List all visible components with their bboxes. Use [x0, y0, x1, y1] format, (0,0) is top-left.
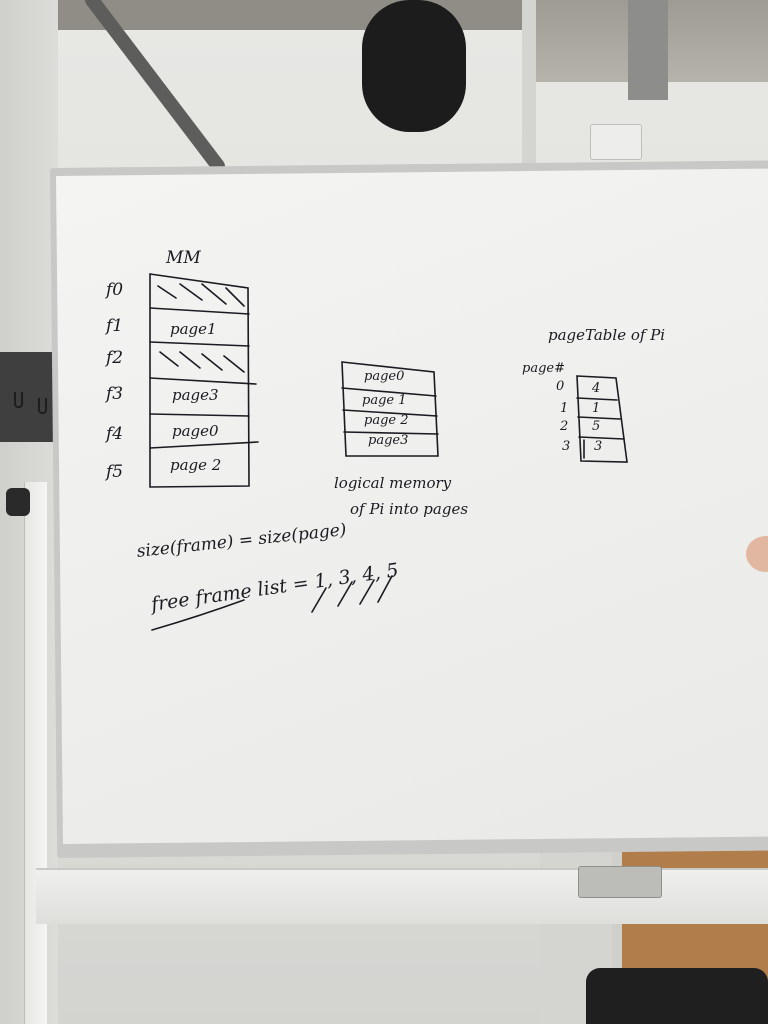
frame-label-f5: f5 [106, 462, 124, 482]
strike-4 [359, 579, 375, 605]
frame-content-f4: page0 [172, 422, 219, 440]
page-index-0: 0 [556, 379, 565, 394]
coat-hook [14, 392, 23, 408]
cable-tray [628, 0, 668, 100]
coat-rail [0, 352, 53, 442]
page-frame-2: 5 [592, 419, 601, 434]
page-divider [341, 387, 437, 397]
frame-divider [149, 341, 250, 347]
frame-content-f5: page 2 [170, 456, 222, 474]
duct-pipe [362, 0, 466, 132]
stand-knob[interactable] [6, 488, 30, 516]
diagonal-pipe [85, 0, 225, 173]
main-memory-title: MM [166, 248, 201, 268]
frame-label-f2: f2 [106, 348, 124, 368]
row-divider [576, 397, 618, 401]
logical-memory-caption-2: of Pi into pages [350, 500, 469, 518]
page-index-2: 2 [560, 419, 569, 434]
page-index-1: 1 [560, 401, 569, 416]
strike-5 [377, 575, 393, 603]
page-frame-3: 3 [594, 439, 603, 454]
main-memory-box [149, 273, 250, 488]
frame-divider [149, 377, 257, 385]
strike-1 [311, 587, 327, 613]
hand [746, 536, 768, 572]
page-divider [343, 431, 439, 435]
row-divider [577, 416, 621, 420]
eraser[interactable] [578, 866, 662, 898]
ceiling-pipes [85, 0, 466, 173]
frame-label-f3: f3 [106, 384, 124, 404]
logical-page-0: page0 [364, 369, 405, 384]
page-divider [342, 409, 438, 417]
hatch-f0 [157, 283, 245, 307]
frame-content-f1: page1 [170, 320, 217, 338]
logical-page-1: page 1 [362, 393, 407, 408]
frame-content-f3: page3 [172, 386, 219, 404]
wall-speaker [590, 124, 642, 160]
frame-divider [149, 413, 250, 417]
page-frame-0: 4 [592, 381, 601, 396]
frame-label-f0: f0 [106, 280, 124, 300]
frame-label-f1: f1 [106, 316, 124, 336]
frame-divider [149, 441, 259, 449]
logical-memory-caption-1: logical memory [334, 474, 452, 492]
page-table-title: pageTable of Pi [548, 326, 666, 344]
wall-column [522, 0, 536, 210]
trash-bin [586, 968, 768, 1024]
page-table-box [576, 375, 628, 463]
row-divider [578, 436, 625, 440]
logical-page-3: page3 [368, 433, 409, 448]
page-frame-1: 1 [592, 401, 601, 416]
page-index-3: 3 [562, 439, 571, 454]
logical-page-2: page 2 [364, 413, 409, 428]
strike-3 [337, 581, 353, 607]
page-number-header: page# [522, 361, 565, 376]
list-stroke [151, 599, 245, 631]
logical-memory-box [341, 361, 439, 457]
hatch-f2 [159, 351, 245, 373]
coat-hook [38, 398, 47, 414]
frame-label-f4: f4 [106, 424, 124, 444]
frame-divider [149, 307, 250, 315]
